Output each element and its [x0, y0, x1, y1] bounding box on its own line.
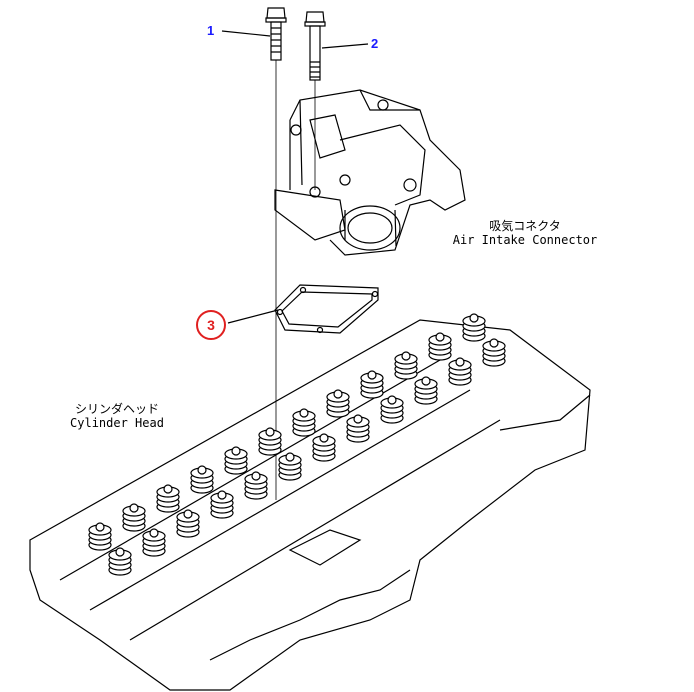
callout-1: 1: [207, 23, 215, 38]
valve-spring: [428, 332, 452, 361]
gasket: [274, 284, 379, 334]
valve-spring: [346, 414, 370, 443]
bolt-2: [304, 11, 326, 81]
valve-spring: [142, 528, 166, 557]
valve-spring: [258, 427, 282, 456]
valve-spring: [190, 465, 214, 494]
valve-spring: [122, 503, 146, 532]
valve-spring: [224, 446, 248, 475]
valve-spring: [156, 484, 180, 513]
valve-spring: [448, 357, 472, 386]
air-intake-connector: [274, 89, 466, 256]
valve-spring: [108, 547, 132, 576]
valve-spring: [380, 395, 404, 424]
valve-spring: [462, 313, 486, 342]
cylinder-head: [29, 319, 591, 691]
valve-spring: [482, 338, 506, 367]
valve-spring: [394, 351, 418, 380]
callout-2: 2: [371, 36, 379, 51]
valve-spring: [176, 509, 200, 538]
valve-spring: [360, 370, 384, 399]
cylinder-head-label: シリンダヘッド Cylinder Head: [52, 402, 182, 430]
valve-spring: [278, 452, 302, 481]
leader-line-1: [221, 30, 271, 37]
valve-spring: [244, 471, 268, 500]
valve-springs: [88, 313, 506, 576]
cylinder-head-label-jp: シリンダヘッド: [74, 402, 159, 416]
leader-line-3: [227, 309, 279, 324]
air-intake-label-jp: 吸気コネクタ: [489, 219, 561, 233]
valve-spring: [292, 408, 316, 437]
valve-spring: [88, 522, 112, 551]
air-intake-connector-label: 吸気コネクタ Air Intake Connector: [440, 219, 610, 247]
air-intake-label-en: Air Intake Connector: [452, 233, 598, 247]
valve-spring: [312, 433, 336, 462]
leader-line-2: [321, 43, 369, 49]
bolt-1: [265, 7, 287, 61]
valve-spring: [326, 389, 350, 418]
cylinder-head-label-en: Cylinder Head: [70, 416, 164, 430]
callout-3-number: 3: [207, 317, 215, 333]
valve-spring: [414, 376, 438, 405]
callout-3: 3: [196, 310, 226, 340]
valve-spring: [210, 490, 234, 519]
